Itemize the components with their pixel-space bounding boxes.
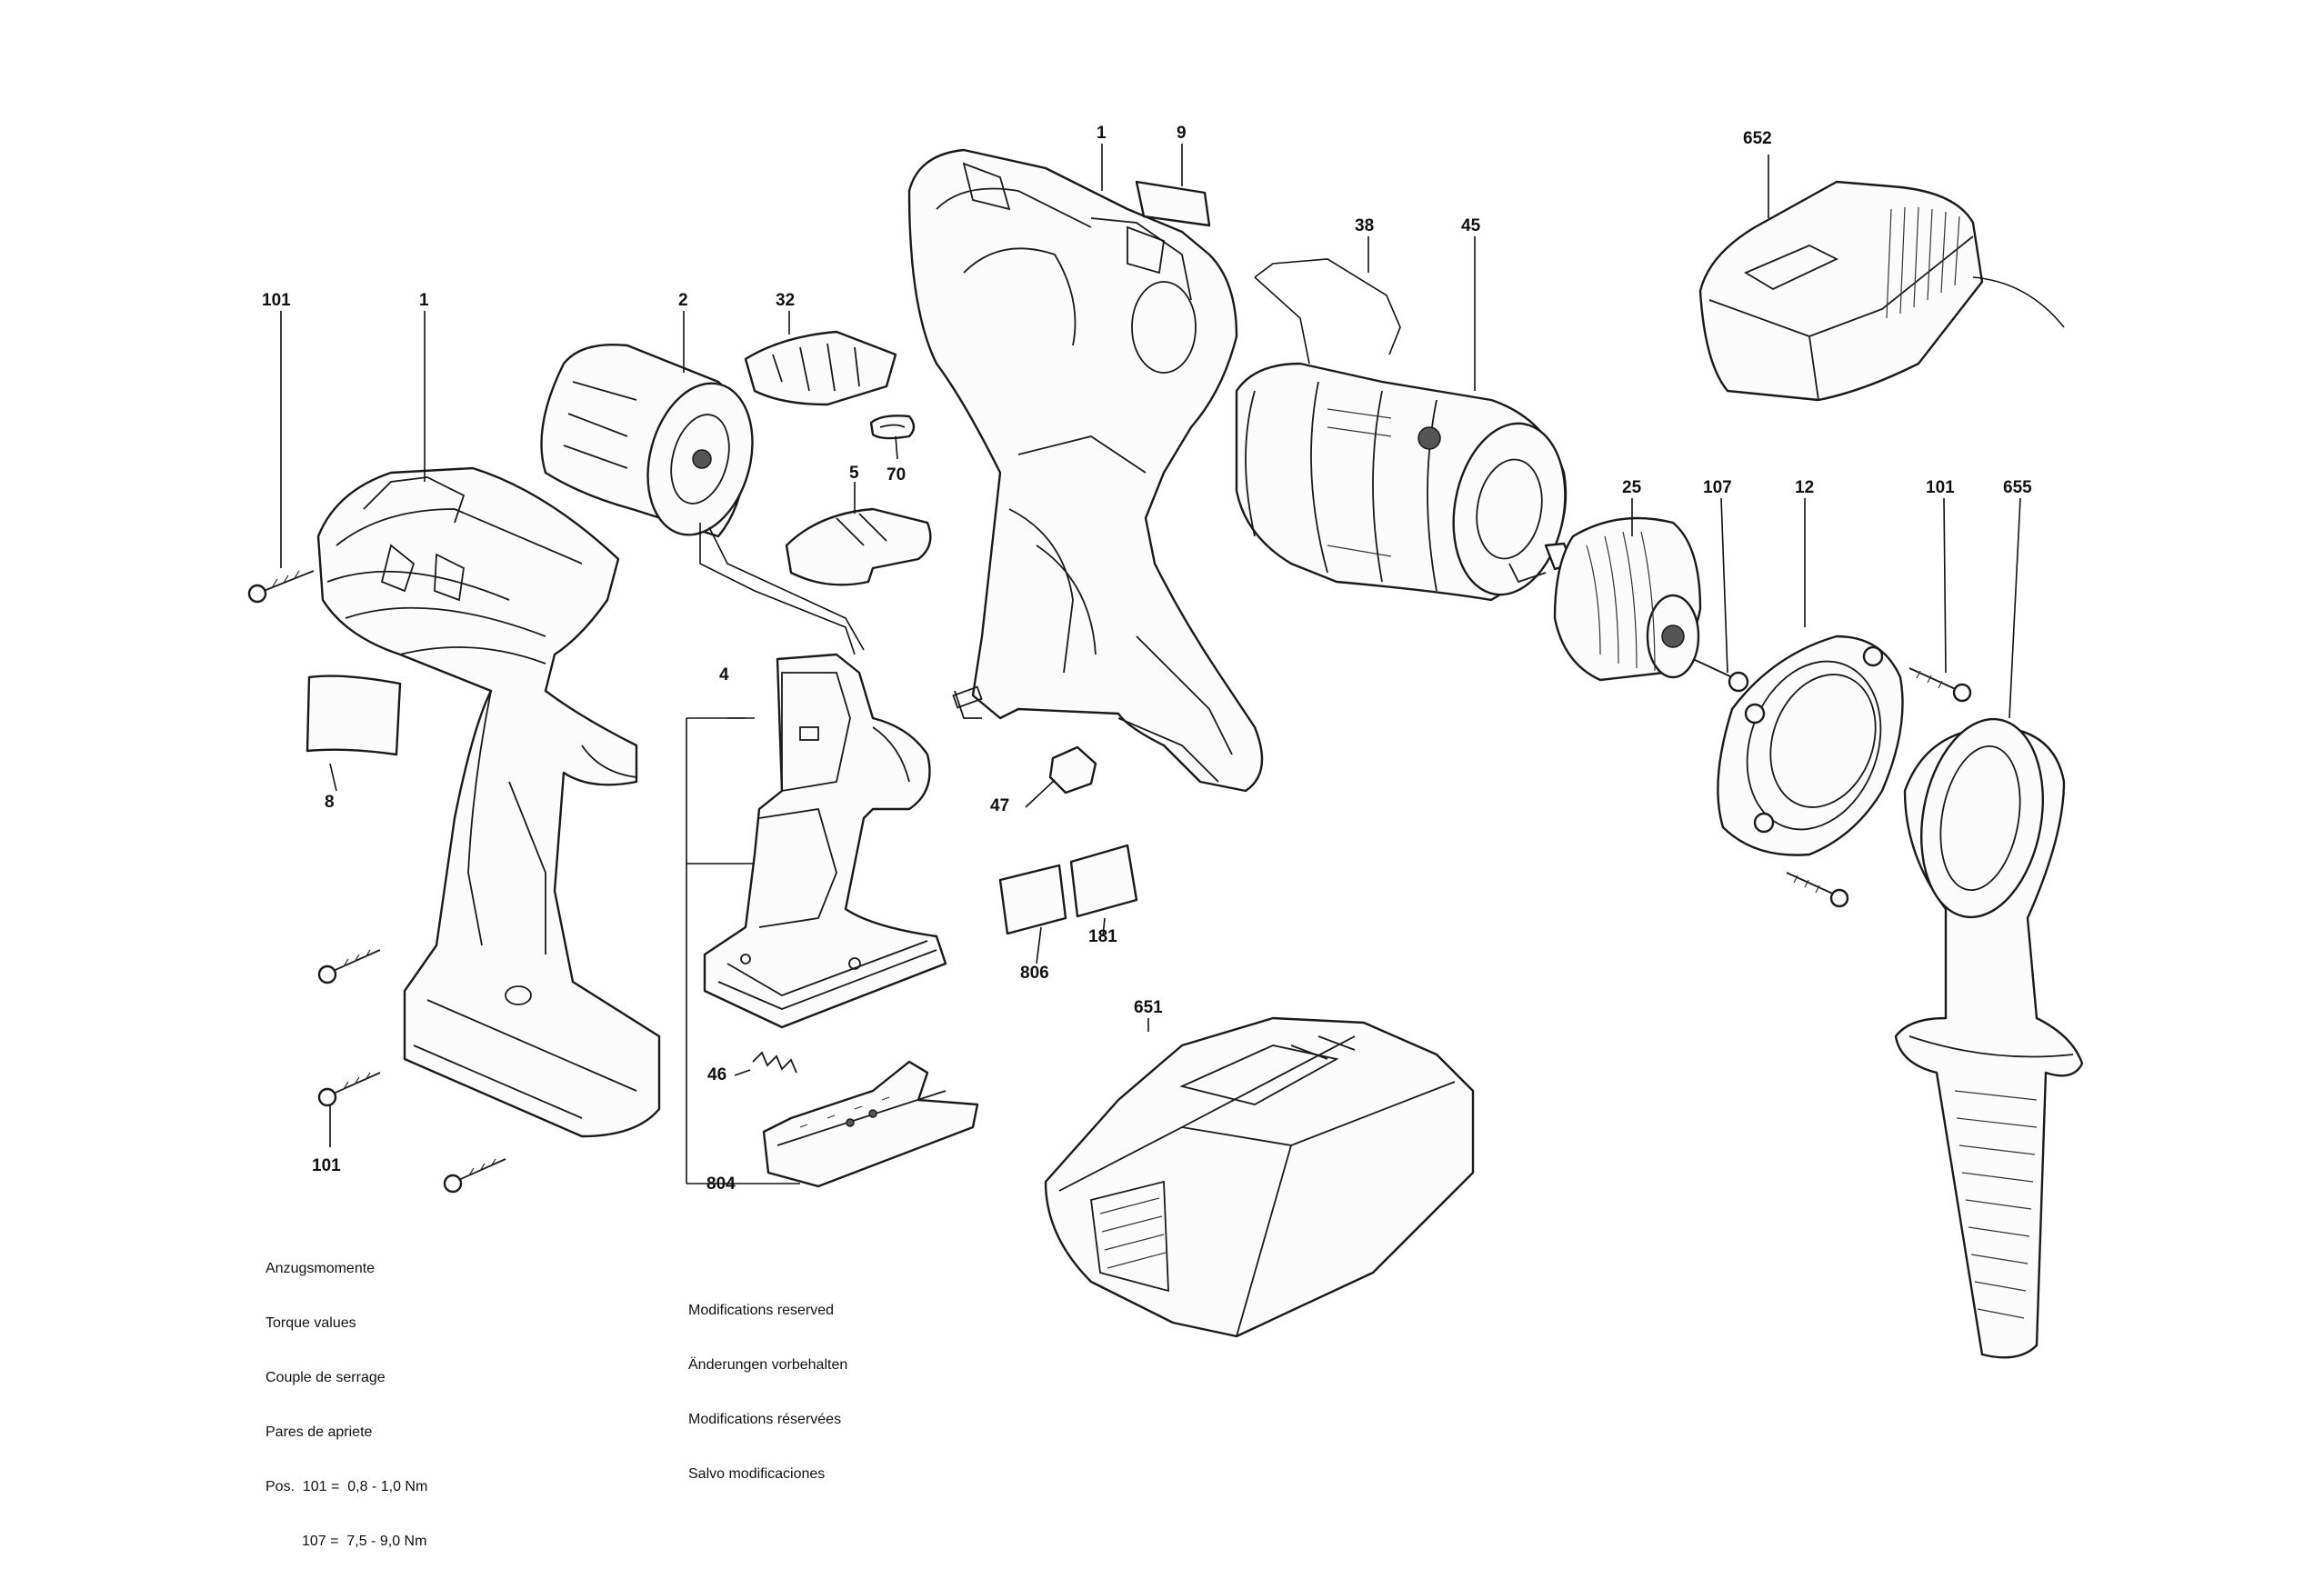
label-38: 38	[1355, 216, 1374, 235]
gearbox-45	[1235, 362, 1568, 602]
leader-bracket-4	[686, 717, 800, 1184]
label-9: 9	[1177, 124, 1187, 143]
label-sticker-181	[1069, 844, 1138, 918]
modifications-line-2: Änderungen vorbehalten	[688, 1357, 848, 1373]
torque-line-4: Pares de apriete	[265, 1424, 373, 1440]
exploded-parts-diagram: 101 1 2 32 70 5 4 8 101 46 804 1 9 38 45…	[247, 124, 2084, 1359]
contact-plate-804	[762, 1060, 979, 1188]
label-45: 45	[1461, 216, 1481, 235]
modifications-line-1: Modifications reserved	[688, 1303, 835, 1318]
wire-38	[1254, 258, 1401, 365]
direction-slider-32	[744, 330, 897, 406]
label-181: 181	[1088, 927, 1117, 946]
charger-652	[1698, 180, 2065, 402]
label-25: 25	[1622, 478, 1642, 497]
label-651: 651	[1134, 998, 1163, 1017]
battery-pack-651	[1044, 1016, 1475, 1338]
label-806: 806	[1020, 964, 1049, 983]
label-8: 8	[325, 793, 335, 812]
screw-107	[1692, 658, 1749, 693]
modifications-line-3: Modifications réservées	[688, 1412, 842, 1427]
torque-values-note: Anzugsmomente Torque values Couple de se…	[265, 1224, 427, 1569]
label-652: 652	[1743, 129, 1772, 148]
label-sticker-8	[306, 675, 402, 756]
screw-101-right-lower	[1786, 872, 1849, 908]
label-sticker-806	[998, 864, 1067, 935]
label-5: 5	[849, 464, 859, 483]
switch-slider-5	[785, 507, 932, 586]
torque-line-6: 107 = 7,5 - 9,0 Nm	[265, 1534, 427, 1549]
modifications-line-4: Salvo modificaciones	[688, 1466, 826, 1482]
screw-101-lower	[317, 1072, 381, 1107]
label-70: 70	[887, 465, 906, 485]
torque-line-3: Couple de serrage	[265, 1370, 386, 1385]
label-101-bottom: 101	[312, 1156, 341, 1175]
label-101-left: 101	[262, 291, 291, 310]
screw-101-upper-left	[247, 570, 315, 604]
clip-70	[869, 415, 916, 440]
screw-101-right-upper	[1908, 667, 1972, 703]
screw-101-bottom	[443, 1158, 506, 1194]
spring-46	[752, 1051, 797, 1074]
label-107: 107	[1703, 478, 1732, 497]
label-47: 47	[990, 796, 1009, 815]
torque-line-5: Pos. 101 = 0,8 - 1,0 Nm	[265, 1479, 428, 1494]
housing-shell-right	[907, 148, 1264, 793]
torque-line-1: Anzugsmomente	[265, 1261, 376, 1276]
chuck-25	[1544, 516, 1702, 682]
part-47	[1048, 745, 1097, 794]
label-32: 32	[776, 291, 795, 310]
label-12: 12	[1795, 478, 1814, 497]
modifications-note: Modifications reserved Änderungen vorbeh…	[688, 1265, 847, 1502]
label-655: 655	[2003, 478, 2032, 497]
motor	[540, 344, 865, 655]
label-804: 804	[706, 1174, 736, 1194]
label-2: 2	[678, 291, 688, 310]
label-4: 4	[719, 665, 729, 685]
label-sticker-9	[1135, 180, 1211, 227]
housing-shell-left	[316, 466, 661, 1138]
side-handle-655	[1894, 717, 2084, 1359]
part-number-labels: 101 1 2 32 70 5 4 8 101 46 804 1 9 38 45…	[262, 124, 2032, 1194]
switch-assembly-4	[703, 653, 947, 1029]
screw-101-mid	[317, 949, 381, 984]
leader-lines	[280, 144, 2021, 1147]
label-1-right: 1	[1097, 124, 1107, 143]
torque-line-2: Torque values	[265, 1315, 356, 1331]
ring-12	[1717, 635, 1904, 856]
label-1-left: 1	[419, 291, 429, 310]
label-101-right: 101	[1926, 478, 1955, 497]
label-46: 46	[707, 1065, 726, 1084]
